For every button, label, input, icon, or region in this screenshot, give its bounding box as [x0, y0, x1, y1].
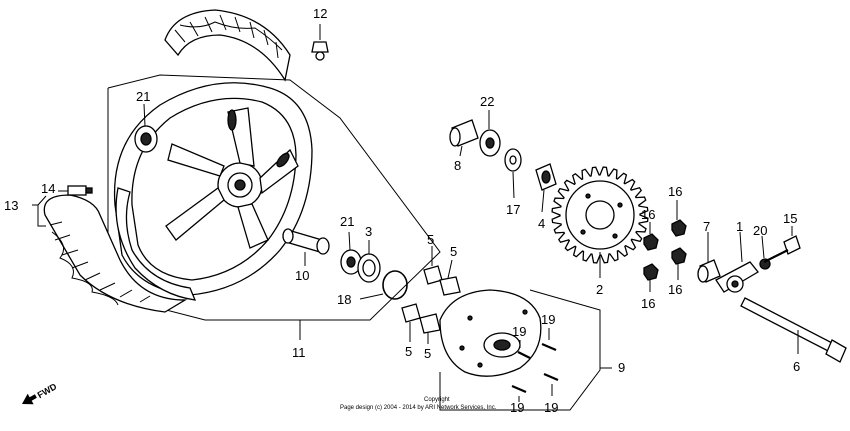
callout-11: 11	[292, 345, 306, 360]
tire-lower-fragment	[43, 194, 188, 313]
tire-sidewall	[115, 187, 197, 301]
callout-15: 15	[783, 211, 797, 226]
callout-10: 10	[295, 268, 309, 283]
bearing-21-left	[134, 103, 158, 153]
valve-14	[58, 185, 93, 196]
collar-17	[504, 148, 522, 199]
collar-7	[697, 232, 721, 283]
o-ring-18	[359, 270, 408, 300]
callout-16-b: 16	[641, 207, 655, 222]
studs-19	[511, 328, 559, 402]
callout-19-d: 19	[544, 400, 558, 415]
callout-13: 13	[4, 198, 18, 213]
callout-20: 20	[753, 223, 767, 238]
callout-16-a: 16	[668, 184, 682, 199]
callout-5-c: 5	[405, 344, 412, 359]
callout-6: 6	[793, 359, 800, 374]
callout-14: 14	[41, 181, 55, 196]
fwd-label: FWD	[36, 381, 59, 400]
callout-22: 22	[480, 94, 494, 109]
callout-8: 8	[454, 158, 461, 173]
seal-4	[535, 163, 557, 213]
callout-12: 12	[313, 6, 327, 21]
callout-21-right: 21	[340, 214, 354, 229]
callout-9: 9	[618, 360, 625, 375]
tire-13-bracket	[32, 195, 47, 227]
callout-5-b: 5	[450, 244, 457, 259]
bearing-22	[479, 110, 501, 157]
callout-17: 17	[506, 202, 520, 217]
copyright-line1: Copyright	[424, 397, 450, 403]
callout-2: 2	[596, 282, 603, 297]
rear-wheel-rim	[113, 82, 313, 296]
rear-sprocket-2	[551, 166, 649, 278]
callout-4: 4	[538, 216, 545, 231]
callout-16-d: 16	[668, 282, 682, 297]
callout-19-a: 19	[512, 324, 526, 339]
spacer-8	[449, 119, 479, 157]
callout-1: 1	[736, 219, 743, 234]
axle-6	[740, 297, 847, 363]
sprocket-flange-9	[439, 289, 612, 411]
collar-10	[282, 228, 330, 266]
oil-seal-3	[357, 240, 381, 283]
copyright-line2: Page design (c) 2004 - 2014 by ARI Netwo…	[340, 405, 497, 411]
copyright-notice: Copyright Page design (c) 2004 - 2014 by…	[340, 397, 497, 411]
callout-16-c: 16	[641, 296, 655, 311]
callout-5-a: 5	[427, 232, 434, 247]
callout-3: 3	[365, 224, 372, 239]
chain-adjuster-1	[715, 231, 759, 293]
bolt-15	[763, 226, 801, 263]
nut-20	[759, 235, 771, 270]
callout-19-c: 19	[510, 400, 524, 415]
callout-5-d: 5	[424, 346, 431, 361]
callout-labels: 12 21 14 13 22 8 17 4 21 3 10 18 11 5 5 …	[4, 6, 800, 415]
fwd-arrow-icon: FWD	[22, 381, 59, 405]
callout-18: 18	[337, 292, 351, 307]
damper-5-group	[401, 246, 461, 344]
callout-19-b: 19	[541, 312, 555, 327]
tire-upper-fragment	[164, 9, 291, 82]
valve-cap-12	[311, 24, 329, 61]
callout-7: 7	[703, 219, 710, 234]
nuts-16	[643, 200, 687, 292]
bearing-21-right	[340, 231, 362, 275]
callout-21-left: 21	[136, 89, 150, 104]
